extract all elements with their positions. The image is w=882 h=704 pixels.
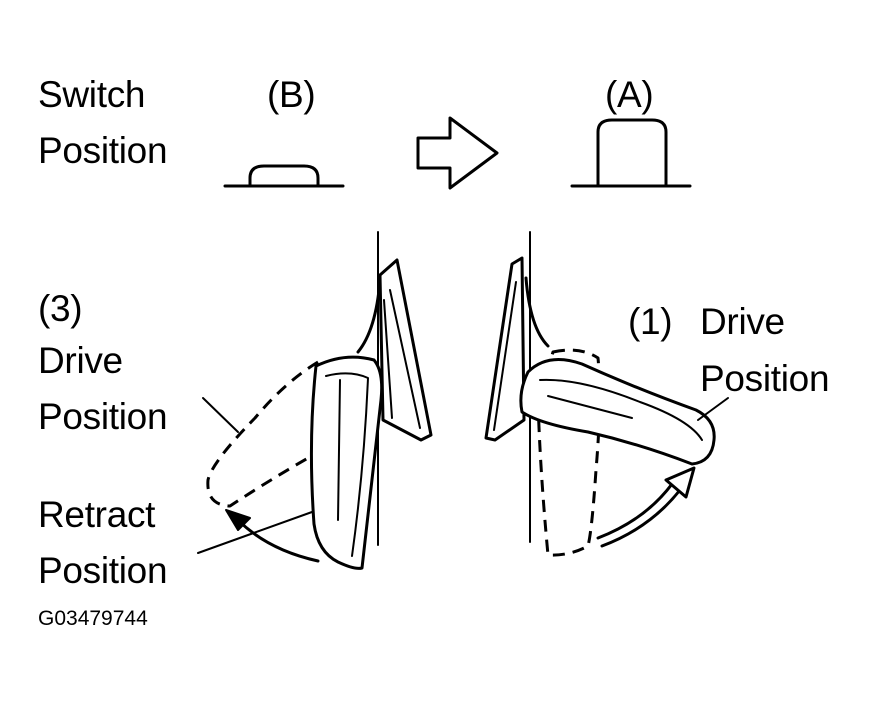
left-mirror-icon bbox=[197, 231, 433, 570]
position-b-label: (B) bbox=[267, 74, 316, 115]
left-mirror-number: (3) bbox=[38, 288, 83, 329]
right-mirror-icon bbox=[484, 231, 729, 557]
hollow-right-arrow-icon bbox=[416, 116, 499, 190]
switch-label-line2: Position bbox=[38, 130, 168, 171]
figure-code: G03479744 bbox=[38, 607, 148, 630]
left-drive-line1: Drive bbox=[38, 340, 123, 381]
left-retract-line1: Retract bbox=[38, 494, 156, 535]
left-drive-line2: Position bbox=[38, 396, 168, 437]
retract-curved-arrow-icon bbox=[225, 509, 320, 563]
switch-b-button-icon bbox=[223, 164, 345, 188]
right-drive-line1: Drive bbox=[700, 301, 785, 342]
right-mirror-number: (1) bbox=[628, 301, 673, 342]
switch-a-button-icon bbox=[570, 118, 692, 188]
drive-curved-arrow-icon bbox=[596, 466, 696, 548]
right-drive-line2: Position bbox=[700, 358, 830, 399]
switch-label-line1: Switch bbox=[38, 74, 146, 115]
position-a-label: (A) bbox=[605, 74, 654, 115]
left-retract-line2: Position bbox=[38, 550, 168, 591]
